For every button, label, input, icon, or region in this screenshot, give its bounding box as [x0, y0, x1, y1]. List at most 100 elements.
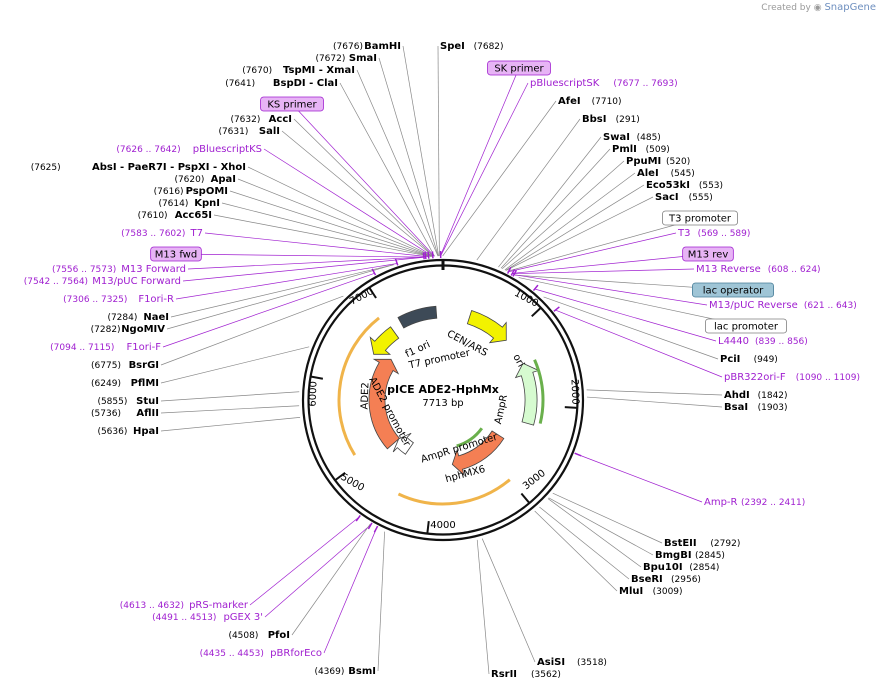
site-name: PfoI [268, 630, 290, 641]
enzyme-saci[interactable]: SacI(555) [655, 192, 713, 203]
site-name: F1ori-F [127, 342, 162, 353]
primer-prs-marker[interactable]: pRS-marker(4613 .. 4632) [120, 600, 249, 611]
leader-line [402, 45, 440, 257]
enzyme-bspdi-clai[interactable]: BspDI - ClaI(7641) [225, 78, 338, 89]
feature-tag-t3-promoter[interactable]: T3 promoter [662, 210, 738, 226]
enzyme-eco53ki[interactable]: Eco53kI(553) [646, 180, 723, 191]
leader-line [440, 82, 529, 257]
tick-label: 2000 [569, 379, 581, 405]
primer-pbluescriptsk[interactable]: pBluescriptSK(7677 .. 7693) [530, 78, 678, 89]
enzyme-pflmi[interactable]: PflMI(6249) [91, 378, 159, 389]
primer-m13-forward[interactable]: M13 Forward(7556 .. 7573) [52, 264, 186, 275]
enzyme-absi-paer7i-pspxi-xhoi[interactable]: AbsI - PaeR7I - PspXI - XhoI(7625) [31, 162, 246, 173]
feature-tag-ks-primer[interactable]: KS primer [260, 96, 324, 112]
site-name: T3 [677, 228, 690, 239]
feature-ade2-promoter[interactable] [392, 432, 414, 455]
enzyme-bpu10i[interactable]: Bpu10I(2854) [643, 562, 719, 573]
site-position: (4369) [314, 667, 344, 677]
enzyme-pspomi[interactable]: PspOMI(7616) [154, 186, 228, 197]
primer-l4440[interactable]: L4440(839 .. 856) [718, 336, 808, 347]
site-name: Acc65I [175, 210, 212, 221]
primer-m13-puc-reverse[interactable]: M13/pUC Reverse(621 .. 643) [709, 300, 857, 311]
feature-tag-lac-promoter[interactable]: lac promoter [705, 318, 788, 334]
enzyme-rsrii[interactable]: RsrII(3562) [491, 669, 561, 680]
enzyme-kpni[interactable]: KpnI(7614) [158, 198, 220, 209]
feature-tag-box [662, 210, 738, 226]
enzyme-bseri[interactable]: BseRI(2956) [631, 574, 701, 585]
tick-label: 6000 [308, 381, 320, 407]
enzyme-bsteii[interactable]: BstEII(2792) [664, 538, 740, 549]
enzyme-alei[interactable]: AleI(545) [637, 168, 695, 179]
site-position: (553) [699, 181, 723, 191]
enzyme-ahdi[interactable]: AhdI(1842) [724, 390, 788, 401]
feature-ori[interactable] [466, 309, 507, 344]
plasmid-length: 7713 bp [422, 398, 463, 409]
enzyme-acc65i[interactable]: Acc65I(7610) [138, 210, 212, 221]
primer-pbrforeco[interactable]: pBRforEco(4435 .. 4453) [200, 648, 322, 659]
enzyme-ngomiv[interactable]: NgoMIV(7282) [91, 324, 166, 335]
site-name: Amp-R [704, 497, 738, 508]
feature-tag-label: lac operator [703, 286, 764, 297]
primer-t3[interactable]: T3(569 .. 589) [677, 228, 750, 239]
feature-cen-ars[interactable] [397, 305, 438, 329]
enzyme-bbsi[interactable]: BbsI(291) [582, 114, 640, 125]
primer-m13-reverse[interactable]: M13 Reverse(608 .. 624) [696, 264, 821, 275]
primer-amp-r[interactable]: Amp-R(2392 .. 2411) [704, 497, 805, 508]
enzyme-smai[interactable]: SmaI(7672) [315, 53, 377, 64]
enzyme-acci[interactable]: AccI(7632) [230, 114, 292, 125]
primer-m13-puc-forward[interactable]: M13/pUC Forward(7542 .. 7564) [24, 276, 181, 287]
feature-tag-lac-operator[interactable]: lac operator [692, 282, 775, 298]
enzyme-hpai[interactable]: HpaI(5636) [97, 426, 159, 437]
enzyme-swai[interactable]: SwaI(485) [603, 132, 661, 143]
primer-f1ori-f[interactable]: F1ori-F (7094 .. 7115) [50, 342, 161, 353]
primer-pgex-3[interactable]: pGEX 3'(4491 .. 4513) [152, 612, 263, 623]
enzyme-aflii[interactable]: AflII(5736) [91, 408, 159, 419]
feature-ampr[interactable] [514, 362, 540, 426]
enzyme-tspmi-xmai[interactable]: TspMI - XmaI(7670) [242, 65, 355, 76]
site-name: SpeI [440, 41, 465, 52]
site-name: SacI [655, 192, 679, 203]
feature-tag-sk-primer[interactable]: SK primer [487, 60, 551, 76]
site-name: M13 Reverse [696, 264, 761, 275]
primer-t7[interactable]: T7(7583 .. 7602) [121, 228, 203, 239]
feature-hphmx6[interactable] [451, 430, 505, 477]
site-name: AsiSI [537, 657, 565, 668]
feature-f1-ori[interactable] [369, 326, 400, 355]
enzyme-pfoi[interactable]: PfoI(4508) [228, 630, 290, 641]
primer-pbr322ori-f[interactable]: pBR322ori-F(1090 .. 1109) [724, 372, 860, 383]
enzyme-apai[interactable]: ApaI(7620) [174, 174, 236, 185]
primer-f1ori-r[interactable]: F1ori-R(7306 .. 7325) [63, 294, 174, 305]
primer-pbluescriptks[interactable]: pBluescriptKS(7626 .. 7642) [116, 144, 262, 155]
site-name: pBluescriptKS [193, 144, 262, 155]
enzyme-ppumi[interactable]: PpuMI(520) [626, 156, 690, 167]
site-position: (4435 .. 4453) [200, 649, 264, 659]
site-position: (621 .. 643) [804, 301, 857, 311]
enzyme-stui[interactable]: StuI(5855) [97, 396, 159, 407]
site-position: (7710) [592, 97, 622, 107]
site-position: (7094 .. 7115) [50, 343, 114, 353]
site-position: (2392 .. 2411) [741, 498, 805, 508]
enzyme-sali[interactable]: SalI(7631) [218, 126, 280, 137]
enzyme-naei[interactable]: NaeI(7284) [107, 312, 169, 323]
enzyme-bmgbi[interactable]: BmgBI(2845) [655, 550, 725, 561]
enzyme-spei[interactable]: SpeI(7682) [440, 41, 504, 52]
enzyme-bsrgi[interactable]: BsrGI(6775) [91, 360, 159, 371]
leader-line [481, 538, 536, 663]
leader-line [576, 453, 703, 503]
feature-tag-m13-rev[interactable]: M13 rev [682, 246, 734, 262]
enzyme-bsai[interactable]: BsaI(1903) [724, 402, 788, 413]
feature-ade2[interactable] [368, 358, 400, 450]
enzyme-pmli[interactable]: PmlI(509) [612, 144, 670, 155]
enzyme-bsmi[interactable]: BsmI(4369) [314, 666, 376, 677]
site-position: (7641) [225, 79, 255, 89]
enzyme-mlui[interactable]: MluI(3009) [619, 586, 683, 597]
enzyme-pcii[interactable]: PciI(949) [720, 354, 778, 365]
enzyme-asisi[interactable]: AsiSI(3518) [537, 657, 607, 668]
site-name: BstEII [664, 538, 697, 549]
leader-line [552, 492, 663, 544]
enzyme-afei[interactable]: AfeI(7710) [558, 96, 622, 107]
site-name: pBluescriptSK [530, 78, 600, 89]
primer-site-mark [510, 268, 516, 276]
feature-tag-m13-fwd[interactable]: M13 fwd [150, 246, 202, 262]
enzyme-bamhi[interactable]: BamHI(7676) [333, 41, 401, 52]
